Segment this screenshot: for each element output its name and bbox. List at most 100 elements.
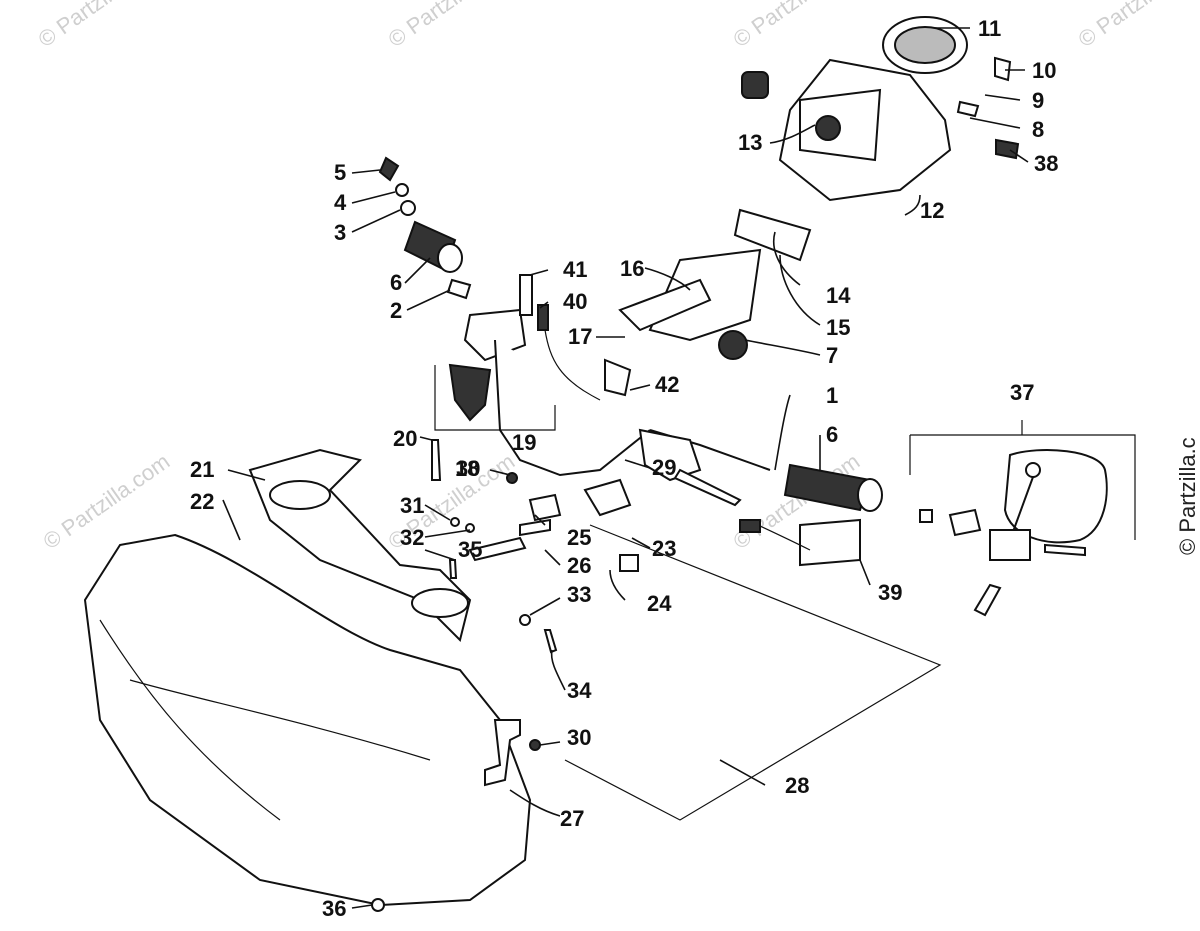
mirror-glass [1003,449,1108,544]
clip-part [994,56,1012,82]
watermark: © Partzilla.com [1074,0,1200,52]
callout-15: 15 [826,315,850,340]
group-bracket-19 [434,365,556,431]
callout-29: 29 [652,455,676,480]
callout-30-lower: 30 [567,725,591,750]
mirror-nut [919,509,933,523]
callout-34: 34 [567,678,592,703]
callout-18: 18 [455,456,479,481]
windshield-assembly [83,439,558,912]
bracket-ring-right [411,588,469,618]
callout-4: 4 [334,190,347,215]
washer [519,614,531,626]
wire-sleeve [519,274,533,316]
group-bracket-28 [564,524,942,821]
washer [395,183,409,197]
grommet [956,100,980,118]
callout-36: 36 [322,896,346,921]
hose [604,358,632,397]
group-brackets [434,365,1136,821]
windshield [83,533,532,907]
ignition-switch [741,71,769,99]
brake-clamp [583,478,632,517]
callout-8: 8 [1032,117,1044,142]
callout-35: 35 [458,537,482,562]
callout-38: 38 [1034,151,1058,176]
bracket-ring-left [269,480,331,510]
watermark-side: © Partzilla.c [1175,437,1200,555]
callout-31: 31 [400,493,424,518]
watermark: © Partzilla.com [34,0,170,52]
wire-connector [537,304,549,331]
callout-23: 23 [652,536,676,561]
handlebar-assembly [494,339,771,572]
mount-plate [468,536,527,562]
callout-17: 17 [568,324,592,349]
windshield-edge [99,619,281,821]
connector [995,138,1020,160]
mount-block [528,493,562,522]
callout-32: 32 [400,525,424,550]
grip-sleeve [446,278,472,300]
callout-1: 1 [826,383,838,408]
hose-short [431,439,442,481]
mount-strap [618,278,712,332]
bolt [543,629,558,654]
callout-27: 27 [560,806,584,831]
mirror-pivot [1025,462,1041,478]
wire [544,329,601,401]
callout-33: 33 [567,582,591,607]
mirror-bolt [1044,543,1086,557]
windshield-grommet [371,898,385,912]
callout-25: 25 [567,525,591,550]
right-grip [783,463,872,512]
windshield-nut [529,739,541,751]
heat-connector [739,519,761,533]
callout-3: 3 [334,220,346,245]
heat-wire [759,525,811,551]
callout-22: 22 [190,489,214,514]
callout-37: 37 [1010,380,1034,405]
indicator-light [815,115,841,141]
brake-lever [673,468,742,507]
speedometer-face [894,26,956,64]
callout-6-right: 6 [826,422,838,447]
callout-9: 9 [1032,88,1044,113]
mirror-assembly [919,449,1108,617]
switch-small [619,554,639,572]
callout-6-left: 6 [390,270,402,295]
callout-10: 10 [1032,58,1056,83]
callout-40: 40 [563,289,587,314]
callout-30: 30 [456,456,480,481]
callout-42: 42 [655,372,679,397]
screw-small [448,559,458,579]
callout-14: 14 [826,283,851,308]
watermark: © Partzilla.com [729,0,865,52]
speedometer-assembly [618,16,1020,360]
right-grip-assembly [739,463,883,567]
windshield-brace [484,719,521,787]
callout-21: 21 [190,457,214,482]
callout-16: 16 [620,256,644,281]
callout-12: 12 [920,198,944,223]
callout-2: 2 [390,298,402,323]
switch-knob [718,330,748,360]
callout-41: 41 [563,257,587,282]
bushing [400,200,416,216]
washer-small [450,517,460,527]
callout-7: 7 [826,343,838,368]
left-grip-assembly [378,156,632,422]
callout-19: 19 [512,430,536,455]
screw [378,156,400,182]
group-bracket-37 [909,434,1136,540]
mirror-mount [989,529,1031,561]
mirror-spacer [948,508,982,537]
callout-24: 24 [647,591,672,616]
callout-labels: 11 10 9 8 38 13 12 14 15 16 17 7 42 5 4 … [190,16,1058,921]
throttle-assembly [448,363,492,422]
watermark: © Partzilla.com [384,0,520,52]
callout-26: 26 [567,553,591,578]
windshield-edge [129,679,431,761]
right-grip-end [857,478,883,512]
